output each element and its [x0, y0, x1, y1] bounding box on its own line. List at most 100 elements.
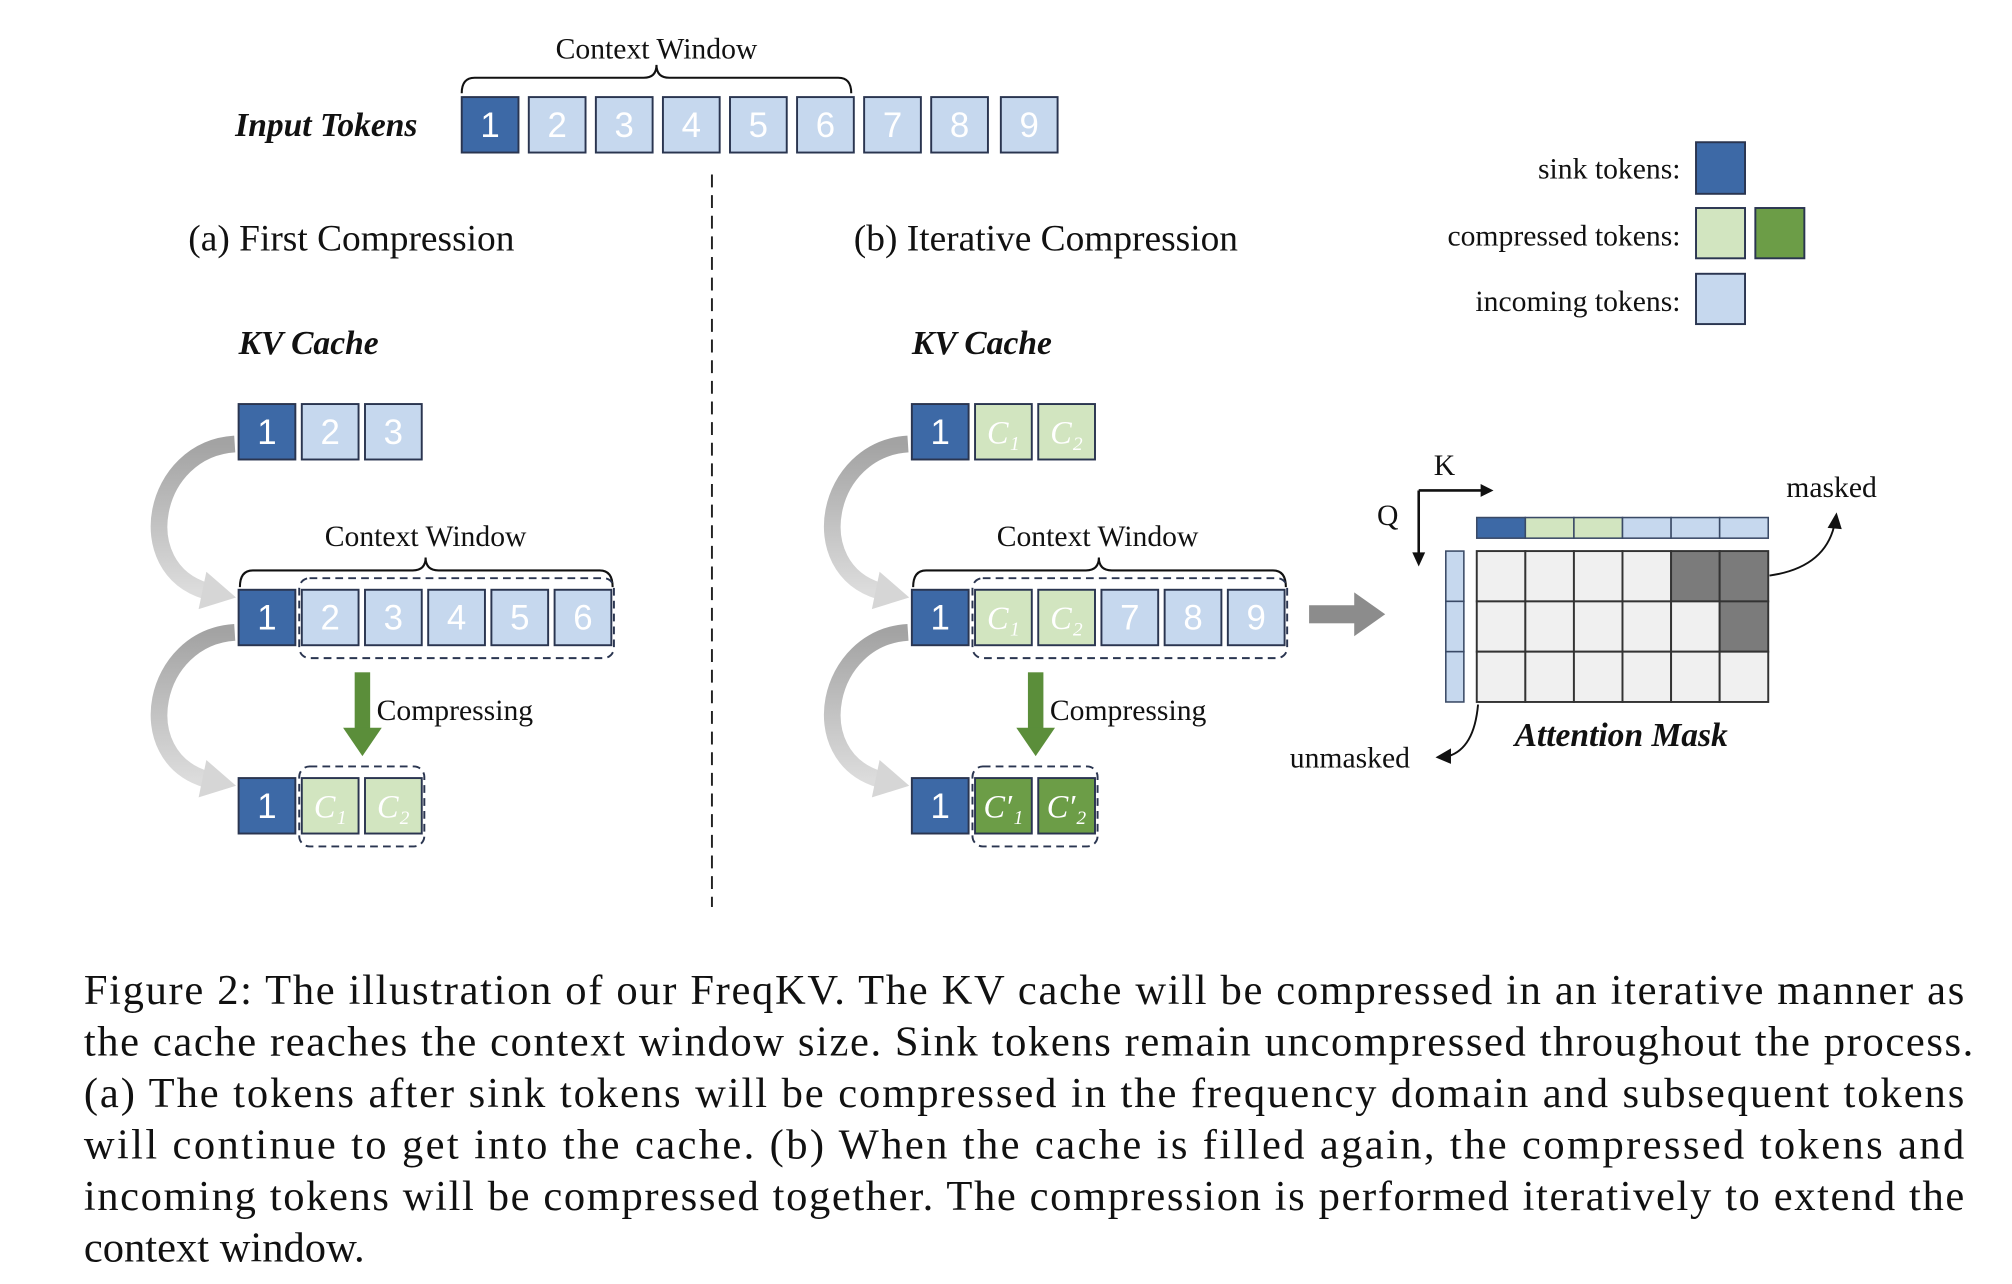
- kv-token-label: 3: [384, 413, 403, 452]
- curved-flow-arrow: [150, 623, 236, 788]
- mask-cell: [1621, 550, 1673, 603]
- compress-arrow-head: [343, 727, 382, 757]
- input-token-box: [863, 96, 922, 154]
- mask-cell: [1475, 550, 1527, 603]
- k-axis-arrowhead: [1480, 484, 1494, 497]
- input-token-label: 9: [1020, 106, 1039, 145]
- kv-token-label: 1: [257, 599, 276, 638]
- legend-compressed-swatch: [1695, 207, 1746, 260]
- kv-cache-row-compressed: 1 C′₁ C′₂: [910, 765, 1099, 848]
- kv-token-box: [1037, 403, 1096, 461]
- kv-token-label: C′₂: [1047, 788, 1087, 824]
- compression-group-outline: [298, 577, 615, 660]
- to-attention-arrow-head: [1354, 592, 1386, 637]
- kv-token-box: [490, 588, 550, 647]
- query-token-cell: [1445, 550, 1465, 603]
- key-token-cell: [1475, 516, 1527, 539]
- to-attention-arrow-shaft: [1309, 605, 1357, 624]
- input-token-box: [661, 96, 721, 154]
- panel-a-title: (a) First Compression: [188, 218, 514, 259]
- legend-incoming-label: incoming tokens:: [1475, 286, 1680, 318]
- input-token: 2: [527, 96, 587, 154]
- figure-caption: Figure 2: The illustration of our FreqKV…: [84, 967, 1973, 1272]
- key-token-cell: [1718, 516, 1770, 539]
- input-token-label: 1: [480, 106, 499, 145]
- unmasked-label: unmasked: [1290, 743, 1410, 775]
- unmasked-pointer-arrow: [1448, 704, 1480, 758]
- kv-token-box: [364, 588, 423, 647]
- legend-compressed-label: compressed tokens:: [1447, 220, 1680, 252]
- q-axis-label: Q: [1377, 500, 1398, 532]
- input-token: 9: [999, 96, 1059, 154]
- mask-cell: [1572, 650, 1624, 703]
- input-section: Context Window Input Tokens 1 2 3 4 5 6: [234, 33, 1059, 154]
- attention-mask-grid: [1475, 550, 1770, 703]
- mask-cell: [1524, 600, 1575, 653]
- kv-token-label: 6: [573, 599, 592, 638]
- curved-flow-arrow: [823, 623, 909, 788]
- kv-token-box: [237, 403, 297, 461]
- compress-arrow-head: [1016, 727, 1056, 757]
- compress-arrow-shaft: [354, 672, 371, 731]
- input-context-window-brace: [460, 64, 853, 94]
- kv-token-box: [974, 588, 1033, 647]
- mask-cell: [1670, 600, 1721, 653]
- kv-token-label: 8: [1183, 599, 1202, 638]
- kv-token-label: 2: [320, 599, 339, 638]
- kv-token-label: 1: [931, 413, 950, 452]
- input-tokens-label: Input Tokens: [234, 107, 417, 144]
- kv-token-box: [237, 588, 297, 647]
- kv-token-label: 7: [1120, 599, 1139, 638]
- caption-line: will continue to get into the cache. (b)…: [84, 1122, 1964, 1169]
- panel-first-compression: (a) First Compression KV Cache 1 2 3 Con…: [150, 218, 615, 848]
- panel-b-compressing-label: Compressing: [1050, 695, 1207, 727]
- key-token-cell: [1573, 516, 1624, 539]
- caption-line: context window.: [84, 1225, 365, 1272]
- kv-cache-row-full: 1 C₁ C₂ 7 8 9: [910, 577, 1289, 660]
- input-context-window-label: Context Window: [556, 33, 758, 65]
- input-token-box: [729, 96, 788, 154]
- kv-token-box: [910, 777, 970, 835]
- kv-token-label: C′₁: [984, 788, 1024, 824]
- curved-flow-arrow: [150, 435, 236, 600]
- mask-cell: [1621, 600, 1673, 653]
- query-token-cell: [1445, 650, 1465, 703]
- kv-token-label: 5: [510, 599, 529, 638]
- kv-cache-row-initial: 1 2 3: [237, 403, 423, 461]
- kv-token-label: 1: [257, 787, 276, 826]
- attention-mask-title: Attention Mask: [1513, 717, 1728, 754]
- kv-token-box: [427, 588, 486, 647]
- input-token-box: [796, 96, 855, 154]
- kv-token-box: [1037, 588, 1096, 647]
- input-token: 7: [863, 96, 922, 154]
- key-token-strip: [1475, 516, 1770, 539]
- legend-sink-label: sink tokens:: [1538, 153, 1681, 185]
- input-token-box: [930, 96, 989, 154]
- mask-cell: [1572, 600, 1624, 653]
- kv-token-box: [300, 777, 360, 835]
- legend-compressed-iterative-swatch: [1754, 207, 1806, 260]
- masked-pointer-arrowhead: [1827, 512, 1842, 530]
- panel-a-compressing-label: Compressing: [377, 695, 534, 727]
- mask-cell: [1718, 550, 1770, 603]
- mask-cell: [1621, 650, 1673, 703]
- input-token-box: [460, 96, 520, 154]
- attention-mask: K Q: [1290, 450, 1877, 775]
- panel-b-context-window-brace: [912, 557, 1287, 588]
- legend-incoming-swatch: [1695, 272, 1746, 326]
- input-token: 8: [930, 96, 989, 154]
- kv-cache-row-compressed: 1 C₁ C₂: [237, 765, 426, 848]
- caption-line: the cache reaches the context window siz…: [84, 1018, 1973, 1065]
- panel-b-kv-cache-label: KV Cache: [911, 325, 1052, 362]
- input-token-label: 8: [950, 106, 969, 145]
- kv-token-box: [910, 588, 970, 647]
- panel-iterative-compression: (b) Iterative Compression KV Cache 1 C₁ …: [823, 218, 1289, 848]
- input-token: 6: [796, 96, 855, 154]
- mask-cell: [1718, 650, 1770, 703]
- kv-token-label: 1: [257, 413, 276, 452]
- panel-a-kv-cache-label: KV Cache: [238, 325, 379, 362]
- curved-flow-arrowhead: [871, 760, 910, 798]
- compression-group-outline: [971, 577, 1289, 660]
- legend: sink tokens: compressed tokens: incoming…: [1447, 141, 1806, 326]
- kv-token-box: [364, 403, 423, 461]
